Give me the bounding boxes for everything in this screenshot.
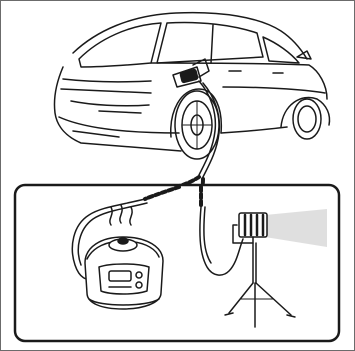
appliance-inset-panel (15, 185, 339, 341)
suv-car-icon (54, 13, 329, 159)
